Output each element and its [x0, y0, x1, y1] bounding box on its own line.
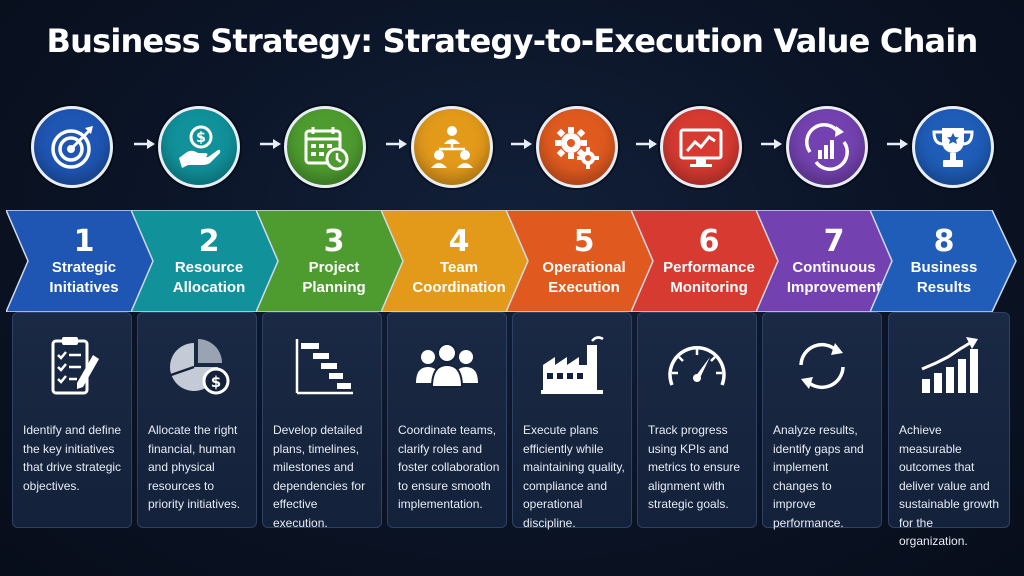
- flow-arrow-icon: [761, 139, 782, 149]
- refresh-cycle-icon: [763, 333, 881, 399]
- gears-icon: [536, 106, 618, 188]
- flow-arrow-icon: [511, 139, 532, 149]
- stage-description: Achieve measurable outcomes that deliver…: [899, 423, 1000, 548]
- stage-description: Develop detailed plans, timelines, miles…: [273, 423, 366, 530]
- stage-label: Resource Allocation: [172, 259, 246, 296]
- calendar-clock-icon: [284, 106, 366, 188]
- monitor-chart-icon: [660, 106, 742, 188]
- page-title: Business Strategy: Strategy-to-Execution…: [46, 22, 979, 60]
- clipboard-checklist-icon: [13, 333, 131, 399]
- stage-label: Strategic Initiatives: [49, 259, 119, 296]
- stage-description: Identify and define the key initiatives …: [23, 423, 122, 493]
- stage-description: Track progress using KPIs and metrics to…: [648, 423, 741, 511]
- stage-chevron-3: 3 Project Planning: [256, 210, 412, 312]
- svg-text:$: $: [196, 130, 206, 146]
- stage-card-5: Execute plans efficiently while maintain…: [512, 312, 632, 530]
- stage-number: 3: [323, 224, 345, 259]
- stage-chevron-6: 6 Performance Monitoring: [631, 210, 787, 312]
- svg-text:$: $: [211, 373, 221, 391]
- pie-chart-dollar-icon: $: [138, 333, 256, 399]
- flow-arrow-icon: [260, 139, 281, 149]
- people-group-icon: [388, 333, 506, 399]
- stage-card-4: Coordinate teams, clarify roles and fost…: [387, 312, 507, 528]
- stage-label: Continuous Improvement: [786, 259, 882, 296]
- factory-icon: [513, 333, 631, 399]
- stage-number: 8: [933, 224, 955, 259]
- stage-chevron-1: 1 Strategic Initiatives: [6, 210, 162, 312]
- gantt-chart-icon: [263, 333, 381, 399]
- stage-label: Project Planning: [302, 259, 366, 296]
- stage-description: Execute plans efficiently while maintain…: [523, 423, 625, 530]
- stage-description: Allocate the right financial, human and …: [148, 423, 241, 511]
- team-network-icon: [411, 106, 493, 188]
- stage-chevron-5: 5 Operational Execution: [506, 210, 662, 312]
- stage-chevron-8: 8 Business Results: [870, 210, 1018, 312]
- stage-card-6: Track progress using KPIs and metrics to…: [637, 312, 757, 528]
- stage-chevron-7: 7 Continuous Improvement: [756, 210, 912, 312]
- flow-arrow-icon: [636, 139, 657, 149]
- money-hand-icon: $: [158, 106, 240, 188]
- stage-card-3: Develop detailed plans, timelines, miles…: [262, 312, 382, 530]
- stage-description: Analyze results, identify gaps and imple…: [773, 423, 864, 530]
- speedometer-icon: [638, 333, 756, 399]
- stage-card-8: Achieve measurable outcomes that deliver…: [888, 312, 1010, 548]
- stage-icons-row: $: [0, 100, 1024, 190]
- trophy-icon: [912, 106, 994, 188]
- stage-card-1: Identify and define the key initiatives …: [12, 312, 132, 528]
- stage-chevrons: 1 Strategic Initiatives 2 Resource Alloc…: [0, 210, 1024, 312]
- stage-chevron-4: 4 Team Coordination: [381, 210, 537, 312]
- stage-chevron-2: 2 Resource Allocation: [131, 210, 287, 312]
- growth-cycle-icon: [786, 106, 868, 188]
- stage-card-2: $ Allocate the right financial, human an…: [137, 312, 257, 528]
- growth-bars-icon: [889, 333, 1009, 399]
- stage-number: 5: [573, 224, 595, 259]
- stage-number: 7: [823, 224, 845, 259]
- stage-number: 2: [198, 224, 220, 259]
- stage-number: 1: [73, 224, 95, 259]
- flow-arrow-icon: [134, 139, 155, 149]
- stage-label: Operational Execution: [542, 259, 626, 296]
- stage-number: 4: [448, 224, 470, 259]
- stage-label: Performance Monitoring: [663, 259, 755, 296]
- stage-description: Coordinate teams, clarify roles and fost…: [398, 423, 500, 511]
- flow-arrow-icon: [887, 139, 908, 149]
- flow-arrow-icon: [386, 139, 407, 149]
- stage-label: Business Results: [910, 259, 978, 296]
- target-icon: [31, 106, 113, 188]
- stage-label: Team Coordination: [412, 259, 506, 296]
- stage-card-7: Analyze results, identify gaps and imple…: [762, 312, 882, 530]
- stage-number: 6: [698, 224, 720, 259]
